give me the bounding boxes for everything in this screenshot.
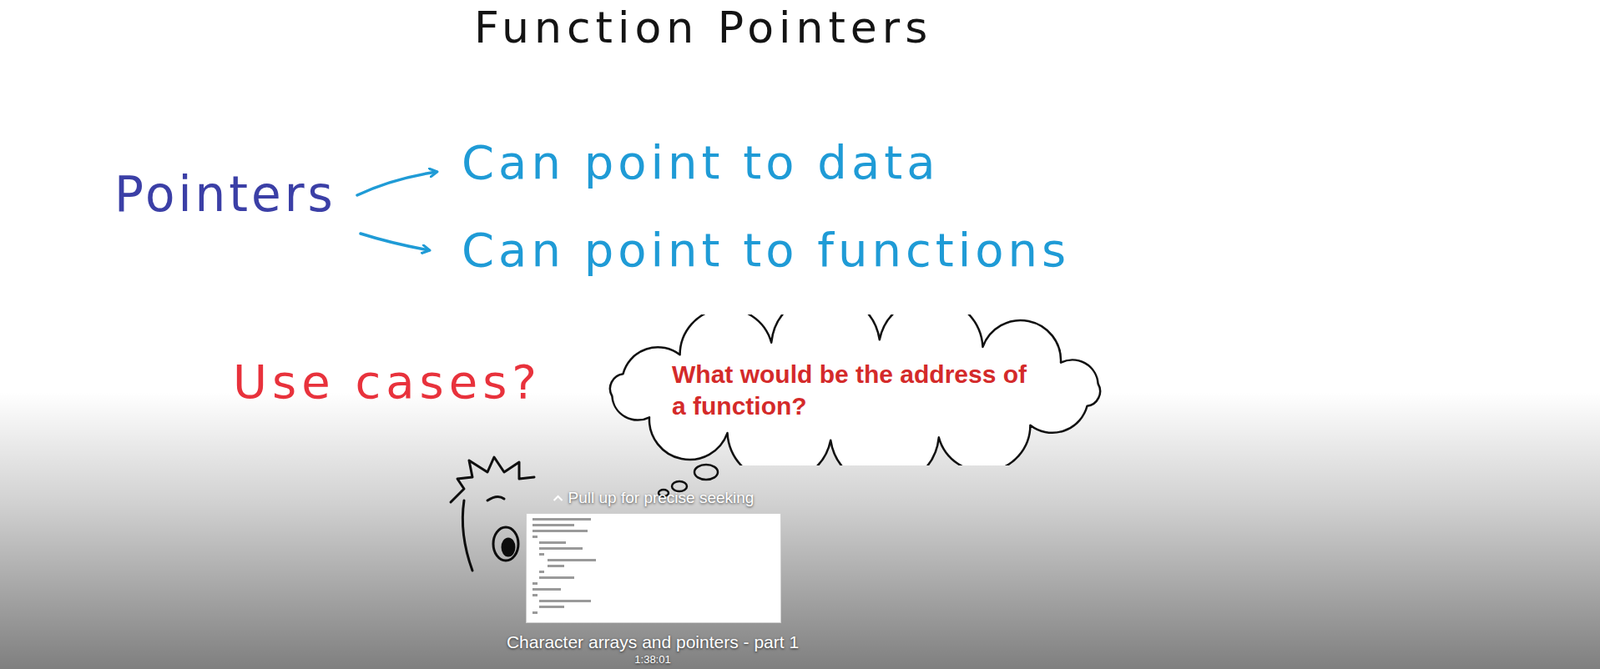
cloud-outline [585, 314, 1126, 466]
arrow [357, 171, 437, 196]
question-label: Use cases? [232, 355, 542, 409]
video-time: 1:38:01 [634, 654, 671, 667]
point-label: Can point to functions [461, 223, 1071, 278]
video-title: Character arrays and pointers - part 1 [506, 632, 799, 653]
video-thumbnail [525, 513, 782, 624]
chevron-icon [551, 493, 566, 504]
arrow [360, 233, 430, 251]
cloud-text: What would be the address of a function? [671, 358, 1040, 422]
thought-cloud: What would be the address of a function? [585, 314, 1126, 466]
title: Function Pointers [474, 3, 933, 54]
seek-hint: Pull up for precise seeking [568, 489, 755, 508]
seek-hint-row: Pull up for precise seeking [551, 489, 755, 508]
pointers-label: Pointers [114, 166, 337, 223]
point-label: Can point to data [461, 136, 939, 190]
